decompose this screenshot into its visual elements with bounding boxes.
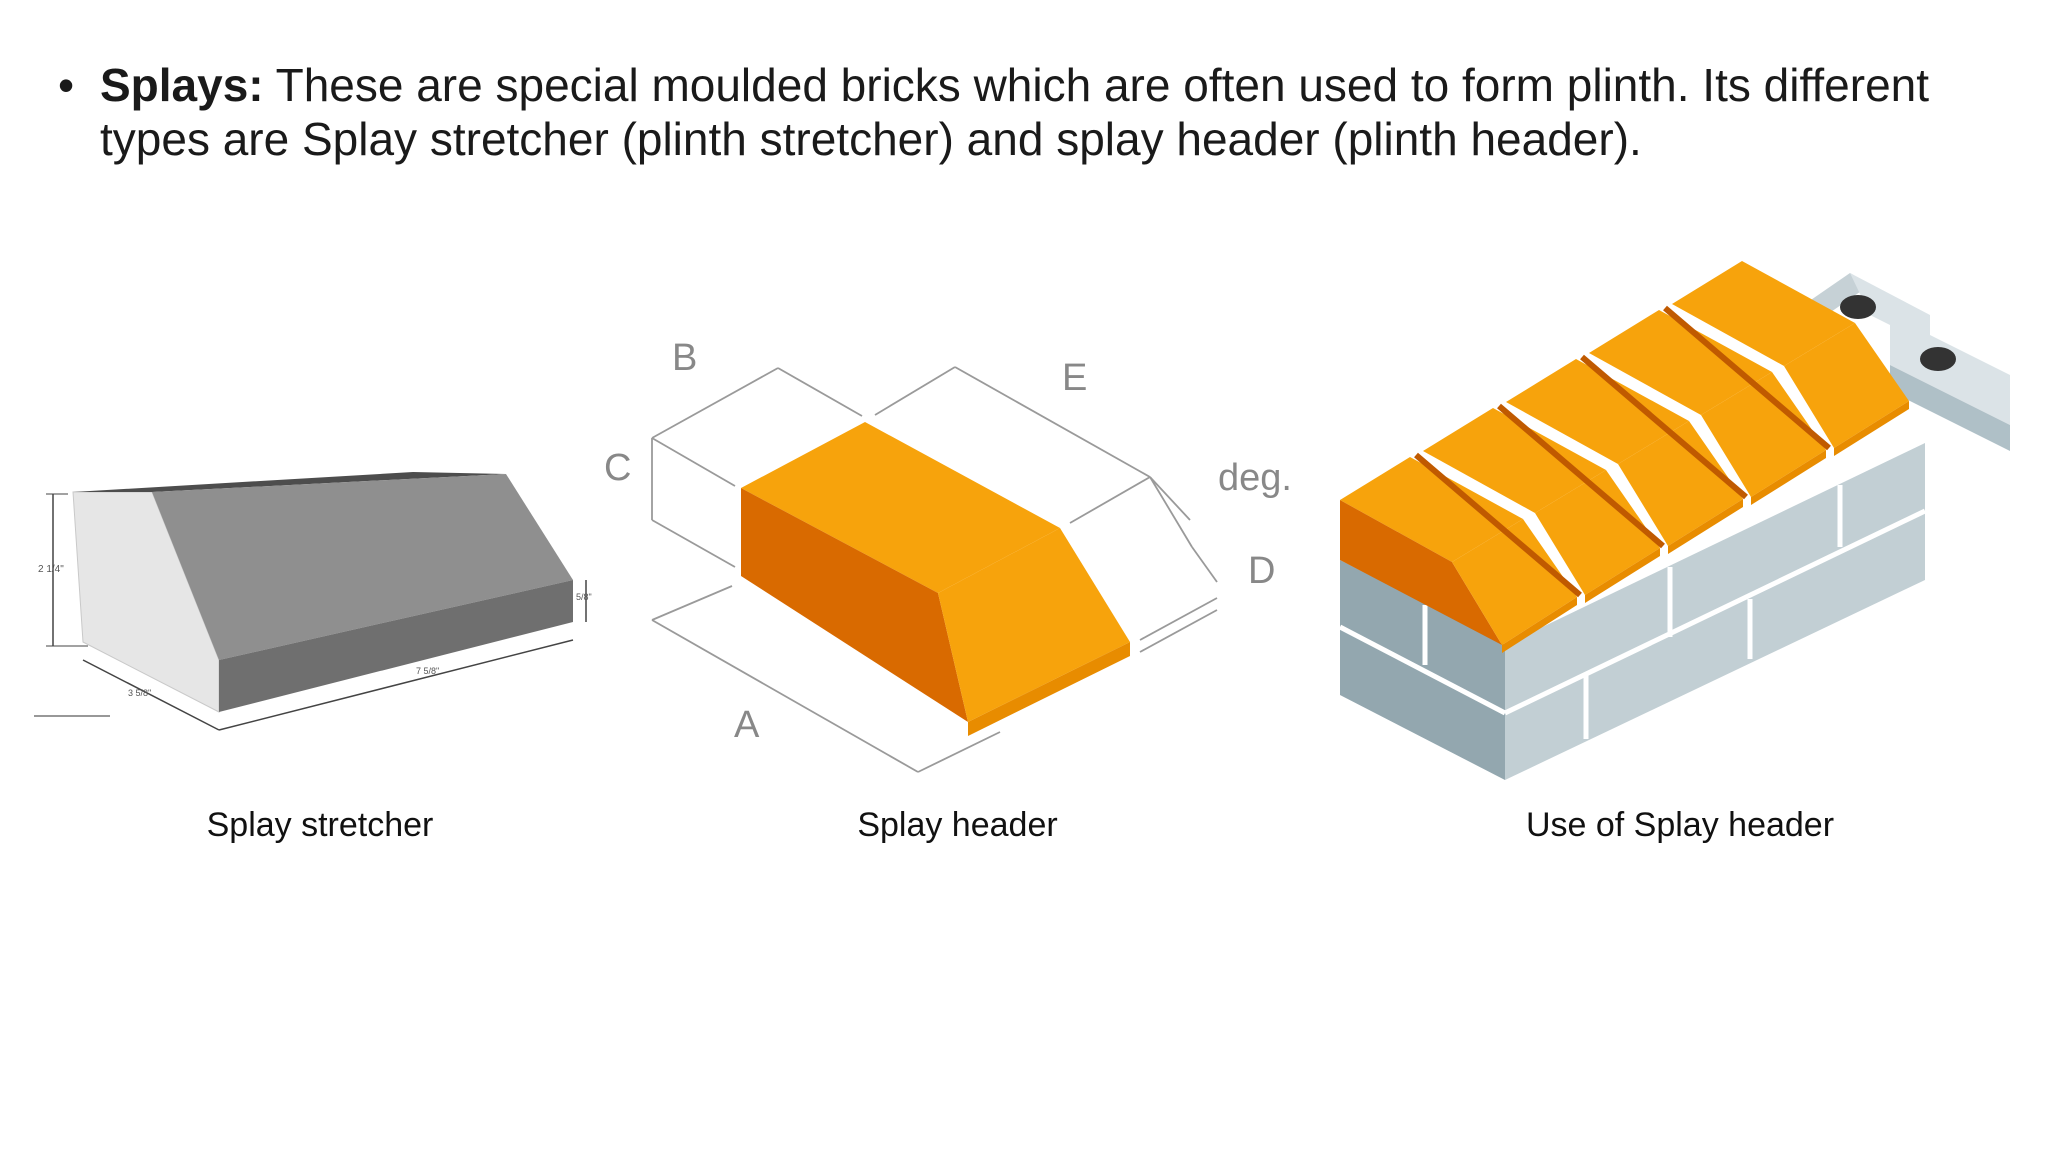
caption-use-of-splay-header: Use of Splay header [1525, 806, 1835, 844]
splay-stretcher-figure: 2 1/4" 5/8" 3 5/8" 7 5/8" [34, 472, 592, 731]
header-label-b: B [672, 340, 697, 379]
splay-header-use-figure [1338, 261, 2010, 780]
bullet-symbol: • [58, 59, 75, 111]
bullet-paragraph: • Splays: These are special moulded bric… [58, 58, 1998, 166]
stretcher-dim-splay: 5/8" [576, 592, 592, 602]
header-splay-face [938, 528, 1130, 722]
splay-header-figure: B C E deg. D A [604, 340, 1292, 773]
header-front-face [741, 488, 968, 722]
header-label-c: C [604, 447, 631, 489]
block-hole-icon [1920, 347, 1956, 371]
stretcher-front-face [219, 580, 573, 712]
caption-splay-header: Splay header [857, 806, 1058, 844]
stretcher-dim-width: 3 5/8" [128, 688, 151, 698]
header-label-a: A [734, 704, 760, 746]
bullet-description: These are special moulded bricks which a… [100, 59, 1930, 165]
stretcher-dim-height: 2 1/4" [38, 564, 64, 575]
stretcher-dim-length: 7 5/8" [416, 666, 439, 676]
caption-splay-stretcher: Splay stretcher [206, 806, 434, 844]
bullet-text: Splays: These are special moulded bricks… [100, 58, 1998, 166]
header-label-e: E [1062, 357, 1087, 399]
header-top-face [741, 422, 1060, 593]
block-hole-icon [1840, 295, 1876, 319]
header-label-d: D [1248, 550, 1275, 592]
splay-header-row [1340, 261, 1909, 653]
bullet-term: Splays: [100, 59, 264, 111]
header-label-angle: deg. [1218, 457, 1292, 499]
stretcher-splay-face [152, 474, 573, 660]
stretcher-top-face [73, 472, 506, 492]
